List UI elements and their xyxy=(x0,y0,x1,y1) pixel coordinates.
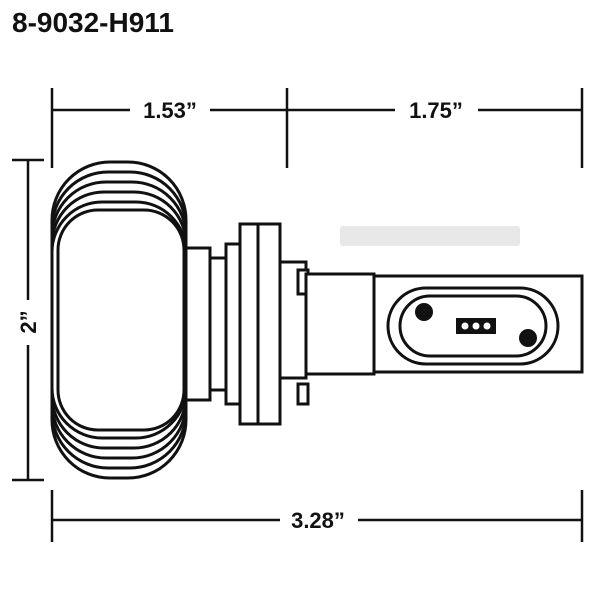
led-arm xyxy=(372,274,584,374)
mounting-flange xyxy=(238,222,282,426)
dimension-label-total-width: 3.28” xyxy=(291,508,345,533)
heat-sink-body xyxy=(56,208,186,432)
dimension-lines xyxy=(12,88,584,542)
right-screw-icon xyxy=(519,329,537,347)
collar xyxy=(184,242,242,406)
faint-background-mark xyxy=(340,226,520,246)
led-chip-array xyxy=(456,318,496,334)
dimension-label-right-width: 1.75” xyxy=(409,98,463,123)
left-screw-icon xyxy=(415,303,433,321)
dimension-label-left-width: 1.53” xyxy=(143,98,197,123)
dimension-label-height: 2” xyxy=(16,310,41,333)
part-number-title: 8-9032-H911 xyxy=(12,7,174,38)
socket-base xyxy=(278,260,376,406)
